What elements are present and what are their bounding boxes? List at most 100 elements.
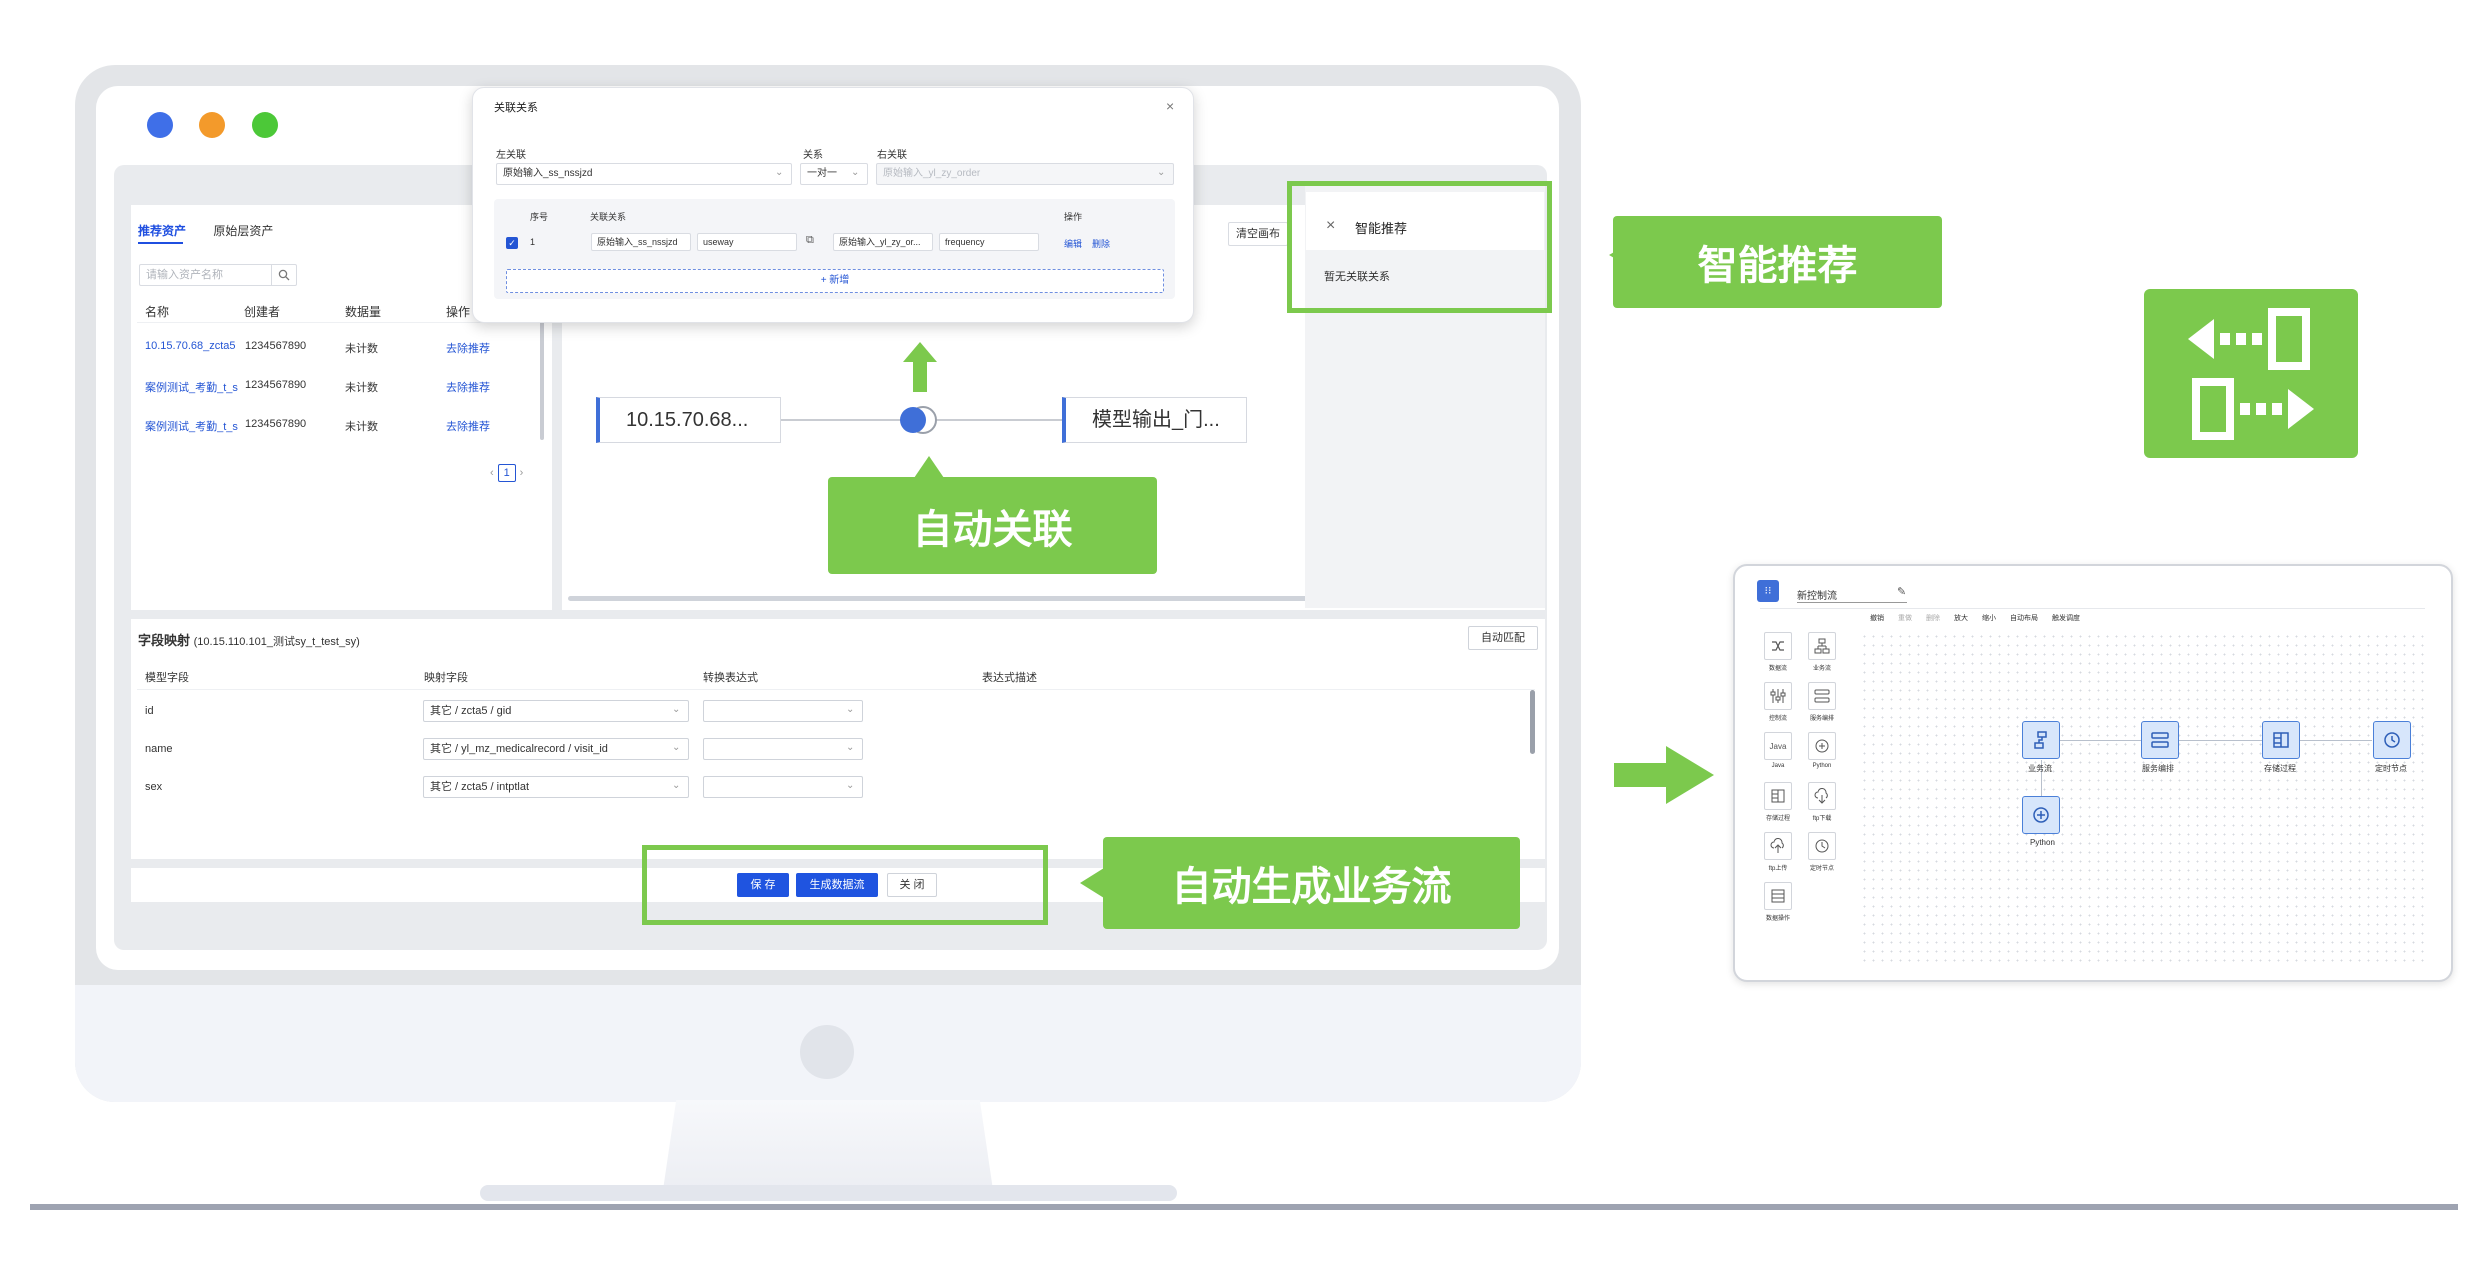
- flow-canvas[interactable]: [1860, 632, 2425, 968]
- remove-recommend-link[interactable]: 去除推荐: [446, 382, 490, 394]
- search-icon[interactable]: [271, 264, 297, 286]
- flow-node-service[interactable]: [2141, 721, 2179, 759]
- left-join-value: 原始输入_ss_nssjzd: [503, 168, 593, 179]
- palette-label: 数据流: [1768, 666, 1787, 672]
- tab-recommended-assets[interactable]: 推荐资产: [138, 224, 187, 238]
- expression-select[interactable]: ⌄: [703, 700, 863, 722]
- app-menu-icon[interactable]: ⁝⁝: [1757, 580, 1779, 602]
- chevron-down-icon: ⌄: [851, 167, 860, 178]
- delete-link[interactable]: 删除: [1092, 239, 1111, 249]
- data-op-tool-icon[interactable]: [1764, 882, 1792, 910]
- businessflow-tool-icon[interactable]: [1808, 632, 1836, 660]
- toolbar-delete[interactable]: 删除: [1926, 615, 1940, 622]
- palette-label: Python: [1812, 763, 1832, 769]
- auto-match-button[interactable]: 自动匹配: [1468, 626, 1538, 650]
- column-operation: 操作: [1064, 212, 1083, 222]
- modal-close-icon[interactable]: ×: [1166, 98, 1175, 114]
- generate-dataflow-button[interactable]: 生成数据流: [796, 873, 878, 897]
- column-name: 名称: [145, 305, 170, 319]
- asset-search-input[interactable]: 请输入资产名称: [139, 264, 274, 286]
- asset-name-link[interactable]: 案例测试_考勤_t_s: [145, 421, 238, 433]
- arrow-right-icon: [1614, 746, 1714, 804]
- ftp-download-tool-icon[interactable]: [1808, 782, 1836, 810]
- left-field-input[interactable]: useway: [697, 233, 797, 251]
- column-mapped-field: 映射字段: [424, 672, 468, 684]
- flow-node-procedure[interactable]: [2262, 721, 2300, 759]
- add-relation-button[interactable]: + 新增: [506, 269, 1164, 293]
- close-button[interactable]: 关 闭: [887, 873, 937, 897]
- page-number[interactable]: 1: [497, 464, 516, 482]
- edit-link[interactable]: 编辑: [1064, 239, 1083, 249]
- asset-scrollbar[interactable]: [540, 320, 544, 440]
- chevron-down-icon: ⌄: [1157, 167, 1166, 178]
- field-mapping-subtitle: (10.15.110.101_测试sy_t_test_sy): [193, 636, 360, 648]
- expression-select[interactable]: ⌄: [703, 738, 863, 760]
- save-button[interactable]: 保 存: [737, 873, 789, 897]
- right-table-input[interactable]: 原始输入_yl_zy_or...: [833, 233, 933, 251]
- dataflow-tool-icon[interactable]: [1764, 632, 1792, 660]
- smart-recommend-panel: [1305, 186, 1545, 608]
- procedure-tool-icon[interactable]: [1764, 782, 1792, 810]
- flow-node-label: 业务流: [2028, 764, 2052, 773]
- join-icon[interactable]: [895, 405, 945, 435]
- left-node[interactable]: 10.15.70.68...: [596, 397, 781, 443]
- relation-select[interactable]: 一对一⌄: [800, 163, 868, 185]
- toolbar-zoom-in[interactable]: 放大: [1954, 615, 1968, 622]
- timer-tool-icon[interactable]: [1808, 832, 1836, 860]
- java-tool-icon[interactable]: Java: [1764, 732, 1792, 760]
- service-tool-icon[interactable]: [1808, 682, 1836, 710]
- canvas-scrollbar[interactable]: [568, 596, 1310, 601]
- edit-title-icon[interactable]: ✎: [1897, 586, 1907, 598]
- tab-raw-assets[interactable]: 原始层资产: [213, 224, 274, 238]
- chevron-down-icon: ⌄: [775, 167, 784, 178]
- toolbar-zoom-out[interactable]: 缩小: [1982, 615, 1996, 622]
- prev-page-icon[interactable]: ‹: [490, 467, 494, 479]
- right-field-input[interactable]: frequency: [939, 233, 1039, 251]
- remove-recommend-link[interactable]: 去除推荐: [446, 343, 490, 355]
- flow-edge: [2178, 740, 2263, 741]
- chevron-down-icon: ⌄: [846, 704, 855, 715]
- right-node[interactable]: 模型输出_门...: [1062, 397, 1247, 443]
- mapped-field-select[interactable]: 其它 / yl_mz_medicalrecord / visit_id⌄: [423, 738, 689, 760]
- close-icon[interactable]: ×: [1326, 217, 1336, 234]
- left-join-select[interactable]: 原始输入_ss_nssjzd ⌄: [496, 163, 792, 185]
- relation-label: 关系: [803, 150, 823, 161]
- flow-node-timer[interactable]: [2373, 721, 2411, 759]
- controlflow-tool-icon[interactable]: [1764, 682, 1792, 710]
- table-divider: [137, 322, 537, 323]
- palette-label: ftp下载: [1812, 816, 1832, 822]
- arrow-up-icon: [903, 342, 937, 392]
- asset-name-link[interactable]: 案例测试_考勤_t_s: [145, 382, 238, 394]
- toolbar-auto-layout[interactable]: 自动布局: [2010, 615, 2038, 622]
- right-join-label: 右关联: [877, 150, 907, 161]
- flow-node-python[interactable]: [2022, 796, 2060, 834]
- model-field: name: [145, 743, 173, 755]
- python-tool-icon[interactable]: [1808, 732, 1836, 760]
- palette-label: 业务流: [1812, 666, 1831, 672]
- next-page-icon[interactable]: ›: [519, 467, 524, 479]
- asset-name-link[interactable]: 10.15.70.68_zcta5: [145, 340, 236, 352]
- right-join-value: 原始输入_yl_zy_order: [883, 168, 981, 179]
- mapped-field-select[interactable]: 其它 / zcta5 / gid⌄: [423, 700, 689, 722]
- mapped-field-select[interactable]: 其它 / zcta5 / intptlat⌄: [423, 776, 689, 798]
- left-table-input[interactable]: 原始输入_ss_nssjzd: [591, 233, 691, 251]
- remove-recommend-link[interactable]: 去除推荐: [446, 421, 490, 433]
- flow-edge: [2060, 740, 2160, 741]
- callout-smart-recommend: 智能推荐: [1613, 216, 1942, 308]
- toolbar-redo[interactable]: 重做: [1898, 615, 1912, 622]
- row-checkbox[interactable]: ✓: [506, 237, 518, 249]
- ftp-upload-tool-icon[interactable]: [1764, 832, 1792, 860]
- flow-edge: [2300, 740, 2372, 741]
- callout-pointer: [914, 456, 944, 478]
- toolbar-trigger[interactable]: 触发调度: [2052, 615, 2080, 622]
- flow-title-input[interactable]: 新控制流: [1797, 587, 1907, 603]
- mapping-scrollbar[interactable]: [1530, 690, 1535, 754]
- clear-canvas-button[interactable]: 清空画布: [1228, 222, 1288, 246]
- right-join-select[interactable]: 原始输入_yl_zy_order ⌄: [876, 163, 1174, 185]
- toolbar-undo[interactable]: 撤销: [1870, 615, 1884, 622]
- flow-node-business[interactable]: [2022, 721, 2060, 759]
- column-size: 数据量: [345, 305, 382, 319]
- mapped-field-value: 其它 / zcta5 / gid: [430, 705, 512, 717]
- flow-node-label: 存储过程: [2264, 764, 2296, 773]
- expression-select[interactable]: ⌄: [703, 776, 863, 798]
